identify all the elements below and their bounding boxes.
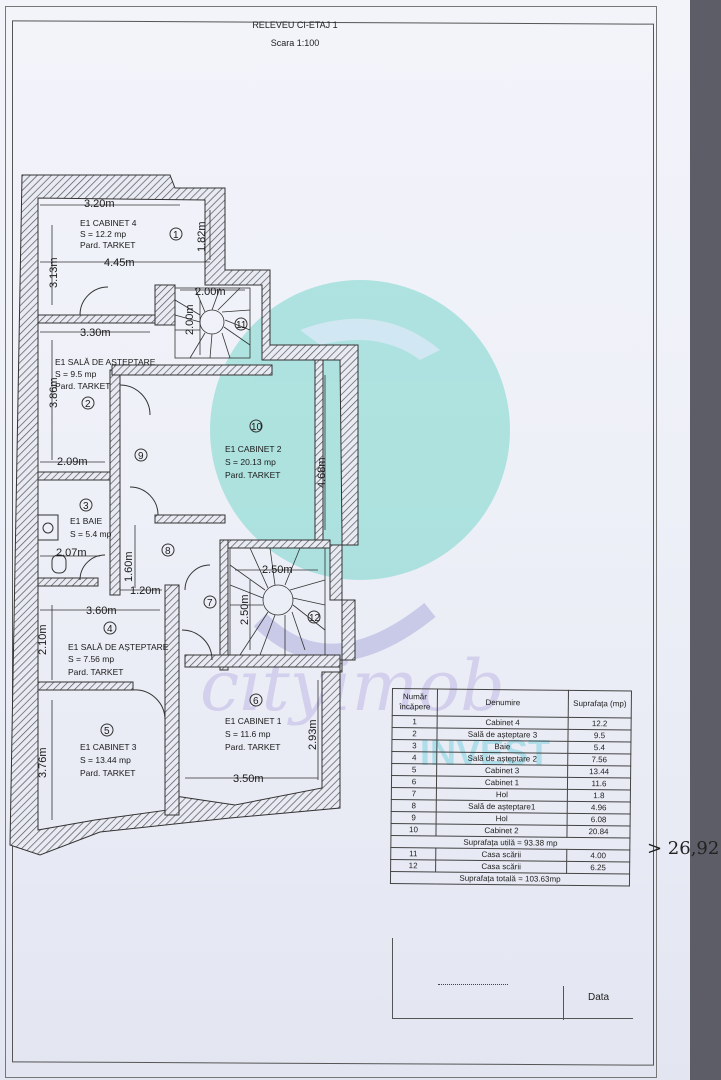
svg-text:S = 13.44 mp: S = 13.44 mp xyxy=(80,755,131,765)
dim-label: 4.68m xyxy=(316,457,328,488)
svg-text:6: 6 xyxy=(253,696,259,707)
svg-text:3: 3 xyxy=(83,501,89,512)
room-baie: 3 E1 BAIE S = 5.4 mp xyxy=(70,498,112,539)
svg-text:INVEST: INVEST xyxy=(420,732,550,773)
dim-label: 2.00m xyxy=(195,286,226,298)
svg-text:S = 11.6 mp: S = 11.6 mp xyxy=(225,729,271,739)
svg-text:10: 10 xyxy=(251,422,263,433)
svg-text:E1 CABINET 1: E1 CABINET 1 xyxy=(225,716,282,726)
dim-label: 2.50m xyxy=(239,594,251,625)
dim-label: 2.93m xyxy=(307,719,319,750)
svg-text:2: 2 xyxy=(85,399,91,410)
room-sala-asteptare-2: 4 E1 SALĂ DE AȘTEPTARE S = 7.56 mp Pard.… xyxy=(68,621,169,677)
table-header: Număr încăpere Denumire Suprafața (mp) xyxy=(392,688,632,719)
table-total-row: Suprafața totală = 103.63mp xyxy=(390,871,630,886)
svg-text:8: 8 xyxy=(165,546,171,557)
area-table: Număr încăpere Denumire Suprafața (mp) 1… xyxy=(390,688,632,887)
dim-label: 2.50m xyxy=(262,564,293,576)
svg-text:9: 9 xyxy=(138,451,144,462)
room-cabinet-1: 6 E1 CABINET 1 S = 11.6 mp Pard. TARKET xyxy=(225,693,282,752)
dim-label: 2.09m xyxy=(57,456,88,468)
svg-text:Pard. TARKET: Pard. TARKET xyxy=(80,768,135,778)
date-divider xyxy=(563,986,564,1020)
date-label: Data xyxy=(588,992,610,1003)
svg-text:5: 5 xyxy=(104,726,110,737)
dim-label: 3.30m xyxy=(80,327,111,339)
svg-text:Pard. TARKET: Pard. TARKET xyxy=(225,742,280,752)
dim-label: 3.50m xyxy=(233,773,264,785)
svg-text:E1 BAIE: E1 BAIE xyxy=(70,516,102,526)
svg-text:S = 9.5 mp: S = 9.5 mp xyxy=(55,369,97,379)
svg-text:Pard. TARKET: Pard. TARKET xyxy=(225,470,280,480)
plan-title: RELEVEU CI-ETAJ 1 xyxy=(252,20,338,30)
room-cabinet-3: 5 E1 CABINET 3 S = 13.44 mp Pard. TARKET xyxy=(80,723,137,778)
room-casa-scarii-11: 11 xyxy=(234,317,248,331)
svg-text:S = 20.13 mp: S = 20.13 mp xyxy=(225,457,276,467)
svg-text:E1 CABINET 3: E1 CABINET 3 xyxy=(80,742,137,752)
room-cabinet-4: E1 CABINET 4 S = 12.2 mp Pard. TARKET 1 xyxy=(80,218,183,250)
dim-label: 3.76m xyxy=(37,747,49,778)
outer-border xyxy=(5,6,657,1078)
dim-label: 3.86m xyxy=(48,377,60,408)
table-header-cell: Suprafața (mp) xyxy=(568,690,632,719)
dim-label: 2.07m xyxy=(56,547,87,559)
dim-label: 1.20m xyxy=(130,585,161,597)
dim-label: 3.60m xyxy=(86,605,117,617)
room-hol-9: 9 xyxy=(134,448,148,462)
svg-text:Pard. TARKET: Pard. TARKET xyxy=(68,667,123,677)
room-cabinet-2: 10 E1 CABINET 2 S = 20.13 mp Pard. TARKE… xyxy=(225,419,282,480)
svg-text:4: 4 xyxy=(107,624,113,635)
dim-label: 1.60m xyxy=(123,551,135,582)
room-hol-7: 7 xyxy=(203,595,217,609)
svg-text:Pard. TARKET: Pard. TARKET xyxy=(80,240,135,250)
table-header-cell: Număr încăpere xyxy=(392,688,438,716)
room-casa-scarii-12: 12 xyxy=(307,610,321,624)
svg-text:12: 12 xyxy=(309,613,321,624)
svg-text:S = 5.4 mp: S = 5.4 mp xyxy=(70,529,112,539)
signature-line xyxy=(438,984,508,985)
dim-label: 2.10m xyxy=(37,624,49,655)
svg-text:E1 SALĂ DE AȘTEPTARE: E1 SALĂ DE AȘTEPTARE xyxy=(55,357,156,367)
svg-text:E1 CABINET 2: E1 CABINET 2 xyxy=(225,444,282,454)
room-sala-asteptare-3: E1 SALĂ DE AȘTEPTARE S = 9.5 mp Pard. TA… xyxy=(55,357,156,410)
svg-text:7: 7 xyxy=(207,598,213,609)
table-header-cell: Denumire xyxy=(437,688,569,718)
svg-text:E1 CABINET 4: E1 CABINET 4 xyxy=(80,218,137,228)
room-sala-asteptare-1: 8 xyxy=(161,543,175,557)
svg-text:S = 7.56 mp: S = 7.56 mp xyxy=(68,654,114,664)
dim-label: 4.45m xyxy=(104,257,135,269)
svg-text:Pard. TARKET: Pard. TARKET xyxy=(55,381,110,391)
svg-text:1: 1 xyxy=(173,230,179,241)
dim-label: 3.20m xyxy=(84,198,115,210)
svg-text:11: 11 xyxy=(236,320,247,331)
dim-label: 2.00m xyxy=(184,304,196,335)
plan-scale: Scara 1:100 xyxy=(270,38,320,48)
signature-box xyxy=(392,938,633,1019)
handwritten-note: > 26,92 xyxy=(647,838,720,859)
dim-label: 1.82m xyxy=(196,221,208,252)
dim-label: 3.13m xyxy=(48,257,60,288)
svg-text:E1 SALĂ DE AȘTEPTARE: E1 SALĂ DE AȘTEPTARE xyxy=(68,642,169,652)
svg-text:S = 12.2 mp: S = 12.2 mp xyxy=(80,229,126,239)
